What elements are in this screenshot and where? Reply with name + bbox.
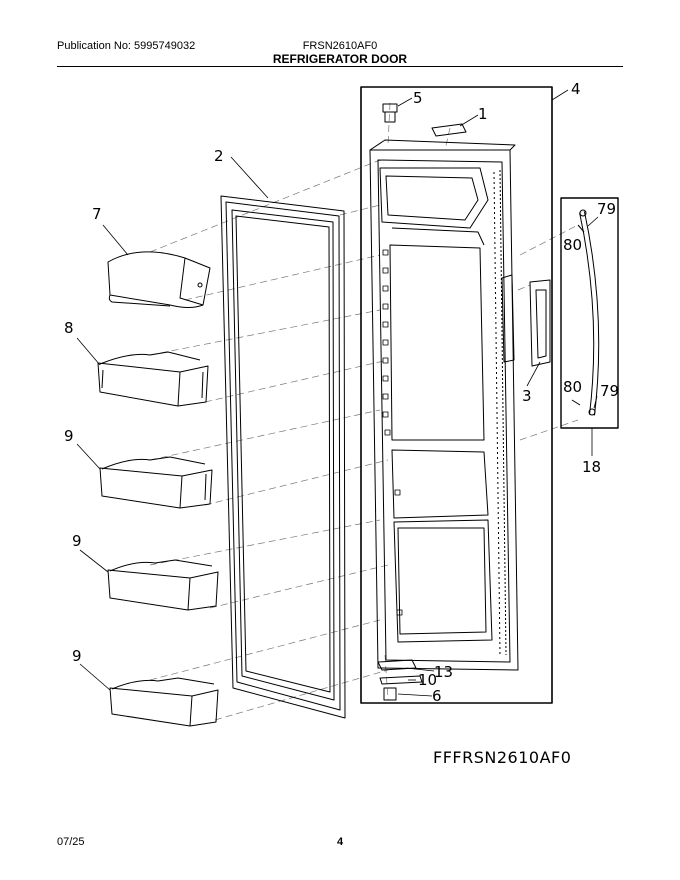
callout-leaders bbox=[76, 89, 599, 697]
callout-80-bottom: 80 bbox=[563, 378, 582, 396]
bottom-hinge-hardware bbox=[377, 659, 423, 701]
callout-6: 6 bbox=[432, 687, 442, 705]
callout-13: 13 bbox=[434, 663, 453, 681]
footer-date: 07/25 bbox=[57, 836, 85, 848]
door-top-cover bbox=[431, 123, 467, 137]
door-bin-middle bbox=[107, 559, 219, 611]
callout-8: 8 bbox=[64, 319, 74, 337]
callout-79-top: 79 bbox=[597, 200, 616, 218]
callout-2: 2 bbox=[214, 147, 224, 165]
callout-4: 4 bbox=[571, 80, 581, 98]
callout-7: 7 bbox=[92, 205, 102, 223]
door-assembly-frame bbox=[360, 86, 553, 704]
page-number: 4 bbox=[336, 836, 344, 848]
callout-3: 3 bbox=[522, 387, 532, 405]
door-bin-upper bbox=[99, 456, 213, 509]
door-cap bbox=[382, 103, 398, 123]
callout-80-top: 80 bbox=[563, 236, 582, 254]
callout-9-middle: 9 bbox=[72, 532, 82, 550]
callout-10: 10 bbox=[418, 671, 437, 689]
door-bin-lower bbox=[109, 677, 219, 727]
door-gasket bbox=[220, 195, 346, 719]
callout-18: 18 bbox=[582, 458, 601, 476]
page-title: REFRIGERATOR DOOR bbox=[272, 52, 408, 66]
door-liner bbox=[369, 139, 519, 671]
callout-79-bottom: 79 bbox=[600, 382, 619, 400]
assembly-guide-lines bbox=[149, 102, 579, 721]
model-number: FRSN2610AF0 bbox=[302, 40, 378, 52]
door-bin-top bbox=[97, 351, 209, 407]
callout-9-lower: 9 bbox=[72, 647, 82, 665]
handle-assembly-frame bbox=[560, 197, 619, 429]
door-hinge-bracket bbox=[501, 274, 551, 367]
callout-1: 1 bbox=[478, 105, 488, 123]
callout-9-upper: 9 bbox=[64, 427, 74, 445]
dairy-compartment bbox=[107, 251, 211, 308]
publication-number: Publication No: 5995749032 bbox=[57, 40, 196, 52]
diagram-code: FFFRSN2610AF0 bbox=[433, 748, 571, 767]
callout-5: 5 bbox=[413, 89, 423, 107]
door-handle bbox=[571, 209, 600, 416]
header-divider bbox=[57, 66, 623, 67]
